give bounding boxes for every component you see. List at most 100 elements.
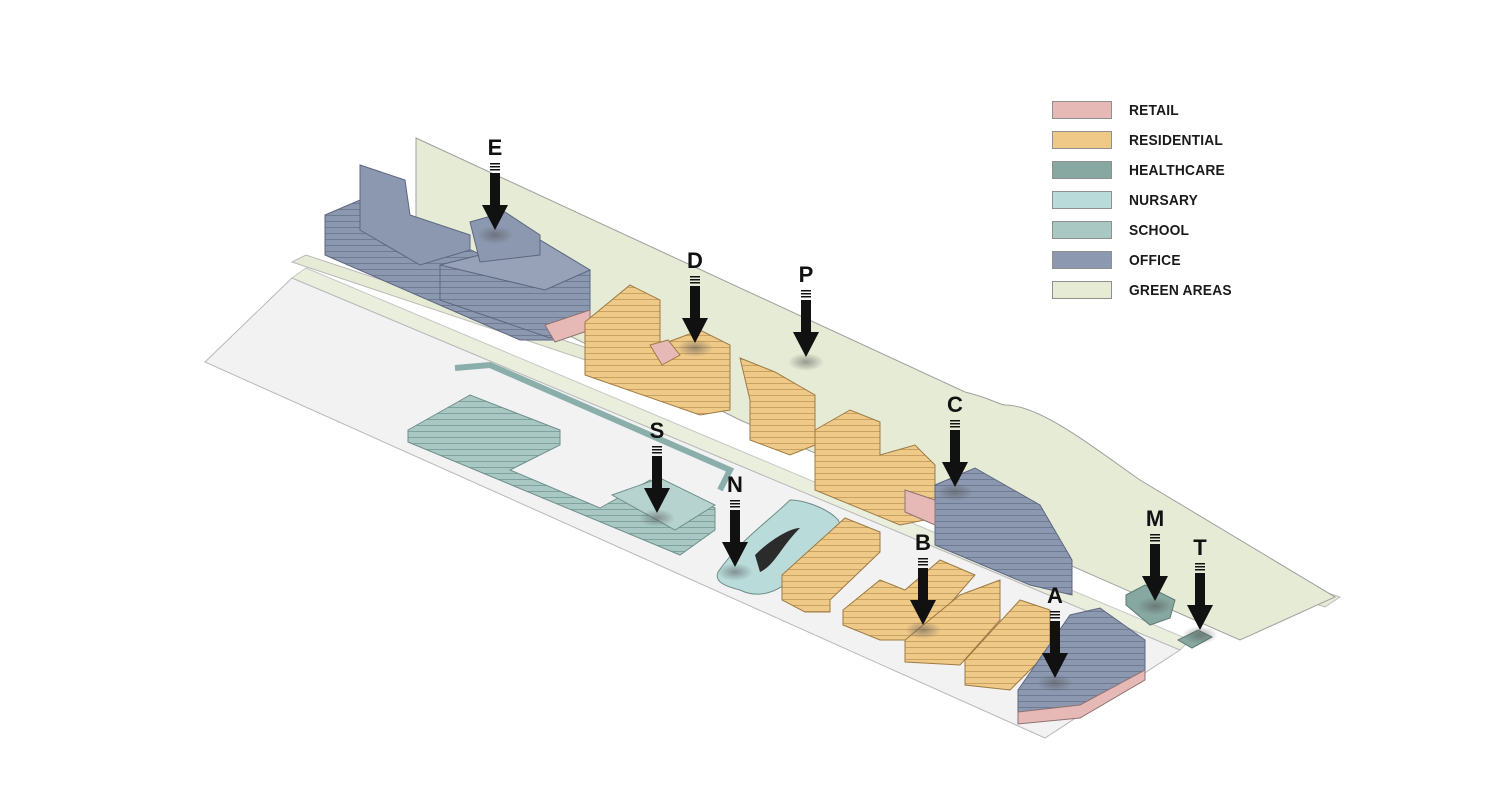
legend-swatch-residential bbox=[1052, 131, 1112, 149]
building-c bbox=[814, 409, 1073, 596]
marker-stripe bbox=[730, 503, 740, 505]
marker-stripe bbox=[730, 500, 740, 502]
marker-stripe bbox=[730, 506, 740, 508]
marker-stripe bbox=[1050, 614, 1060, 616]
building-d-residential bbox=[584, 284, 816, 456]
marker-label: M bbox=[1146, 506, 1164, 531]
arrow-down-icon bbox=[793, 332, 819, 357]
marker-stripe bbox=[652, 452, 662, 454]
arrow-down-icon bbox=[644, 488, 670, 513]
marker-shaft bbox=[652, 456, 662, 490]
marker-stripe bbox=[1150, 537, 1160, 539]
arrow-down-icon bbox=[682, 318, 708, 343]
arrow-down-icon bbox=[722, 542, 748, 567]
marker-m: M bbox=[1137, 506, 1173, 615]
marker-shaft bbox=[490, 173, 500, 207]
marker-e: E bbox=[477, 135, 513, 244]
marker-stripe bbox=[950, 420, 960, 422]
legend-label-retail: RETAIL bbox=[1129, 102, 1179, 119]
marker-stripe bbox=[918, 564, 928, 566]
marker-c: C bbox=[937, 392, 973, 501]
legend-item-retail: RETAIL bbox=[1052, 99, 1272, 129]
marker-t: T bbox=[1182, 535, 1218, 644]
legend-swatch-nursary bbox=[1052, 191, 1112, 209]
marker-stripe bbox=[490, 163, 500, 165]
marker-b: B bbox=[905, 530, 941, 639]
marker-shadow bbox=[639, 509, 675, 527]
arrow-down-icon bbox=[482, 205, 508, 230]
marker-stripe bbox=[490, 169, 500, 171]
marker-stripe bbox=[1195, 566, 1205, 568]
legend-swatch-green bbox=[1052, 281, 1112, 299]
school-s bbox=[407, 361, 735, 556]
marker-s: S bbox=[639, 418, 675, 527]
marker-stripe bbox=[950, 426, 960, 428]
marker-shaft bbox=[918, 568, 928, 602]
marker-shaft bbox=[1050, 621, 1060, 655]
marker-stripe bbox=[801, 296, 811, 298]
legend-swatch-school bbox=[1052, 221, 1112, 239]
legend-swatch-office bbox=[1052, 251, 1112, 269]
marker-stripe bbox=[652, 449, 662, 451]
arrow-down-icon bbox=[1187, 605, 1213, 630]
marker-stripe bbox=[1195, 569, 1205, 571]
building-a-office bbox=[1017, 607, 1146, 725]
building-b-residential bbox=[781, 517, 1051, 691]
legend-item-school: SCHOOL bbox=[1052, 219, 1272, 249]
marker-stripe bbox=[490, 166, 500, 168]
marker-shadow bbox=[788, 353, 824, 371]
legend-label-green: GREEN AREAS bbox=[1129, 282, 1232, 299]
marker-shaft bbox=[1150, 544, 1160, 578]
marker-label: D bbox=[687, 248, 703, 273]
marker-shadow bbox=[905, 621, 941, 639]
marker-label: P bbox=[799, 262, 814, 287]
legend-item-green: GREEN AREAS bbox=[1052, 279, 1272, 309]
marker-shaft bbox=[950, 430, 960, 464]
legend-label-school: SCHOOL bbox=[1129, 222, 1190, 239]
legend-item-residential: RESIDENTIAL bbox=[1052, 129, 1272, 159]
marker-shaft bbox=[730, 510, 740, 544]
legend-label-office: OFFICE bbox=[1129, 252, 1181, 269]
marker-label: A bbox=[1047, 583, 1063, 608]
marker-stripe bbox=[801, 290, 811, 292]
marker-d: D bbox=[677, 248, 713, 357]
marker-shadow bbox=[937, 483, 973, 501]
marker-label: B bbox=[915, 530, 931, 555]
marker-label: E bbox=[488, 135, 503, 160]
marker-shadow bbox=[677, 339, 713, 357]
marker-stripe bbox=[1195, 563, 1205, 565]
marker-stripe bbox=[918, 561, 928, 563]
marker-stripe bbox=[1050, 611, 1060, 613]
marker-shadow bbox=[1137, 597, 1173, 615]
marker-stripe bbox=[950, 423, 960, 425]
marker-p: P bbox=[788, 262, 824, 371]
marker-shadow bbox=[1182, 626, 1218, 644]
marker-shaft bbox=[1195, 573, 1205, 607]
marker-stripe bbox=[1050, 617, 1060, 619]
marker-shaft bbox=[690, 286, 700, 320]
marker-stripe bbox=[690, 276, 700, 278]
arrow-down-icon bbox=[1142, 576, 1168, 601]
marker-shadow bbox=[717, 563, 753, 581]
marker-stripe bbox=[1150, 540, 1160, 542]
legend-swatch-retail bbox=[1052, 101, 1112, 119]
marker-a: A bbox=[1037, 583, 1073, 692]
marker-label: S bbox=[650, 418, 665, 443]
legend-item-nursary: NURSARY bbox=[1052, 189, 1272, 219]
marker-stripe bbox=[652, 446, 662, 448]
arrow-down-icon bbox=[910, 600, 936, 625]
marker-stripe bbox=[801, 293, 811, 295]
legend: RETAIL RESIDENTIAL HEALTHCARE NURSARY SCHOOL… bbox=[1052, 99, 1272, 309]
marker-label: N bbox=[727, 472, 743, 497]
legend-label-healthcare: HEALTHCARE bbox=[1129, 162, 1225, 179]
marker-stripe bbox=[918, 558, 928, 560]
legend-label-residential: RESIDENTIAL bbox=[1129, 132, 1224, 149]
marker-label: C bbox=[947, 392, 963, 417]
marker-shadow bbox=[477, 226, 513, 244]
marker-layer: E D P C S N B A MT bbox=[477, 135, 1218, 692]
green-area-strip bbox=[415, 137, 1337, 641]
legend-item-healthcare: HEALTHCARE bbox=[1052, 159, 1272, 189]
marker-n: N bbox=[717, 472, 753, 581]
legend-item-office: OFFICE bbox=[1052, 249, 1272, 279]
